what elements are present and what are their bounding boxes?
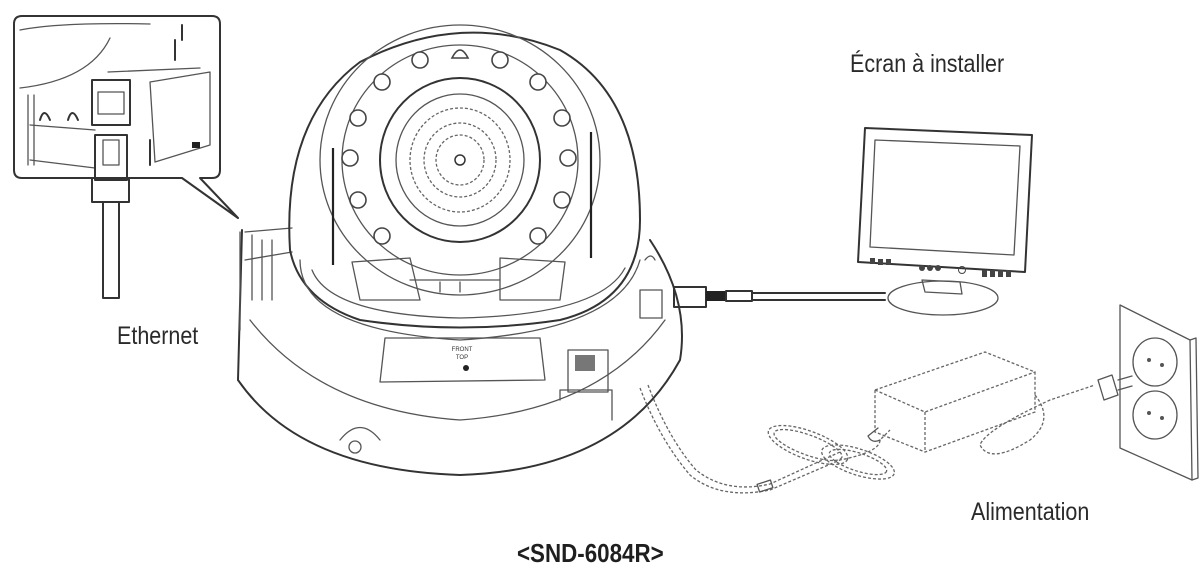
monitor-label: Écran à installer: [850, 50, 1005, 78]
power-cable: [639, 384, 896, 494]
monitor-illustration: [857, 127, 1033, 316]
model-caption: <SND-6084R>: [517, 538, 664, 568]
ethernet-callout-inset: [13, 15, 239, 299]
dome-camera-illustration: FRONT TOP: [237, 24, 683, 476]
svg-text:TOP: TOP: [456, 355, 468, 361]
power-label: Alimentation: [971, 498, 1090, 526]
video-cable: [673, 286, 886, 308]
front-top-marking: FRONT: [452, 347, 473, 353]
power-adapter-illustration: [867, 351, 1133, 455]
ethernet-label: Ethernet: [117, 322, 199, 350]
wall-outlet-illustration: [1119, 304, 1199, 481]
